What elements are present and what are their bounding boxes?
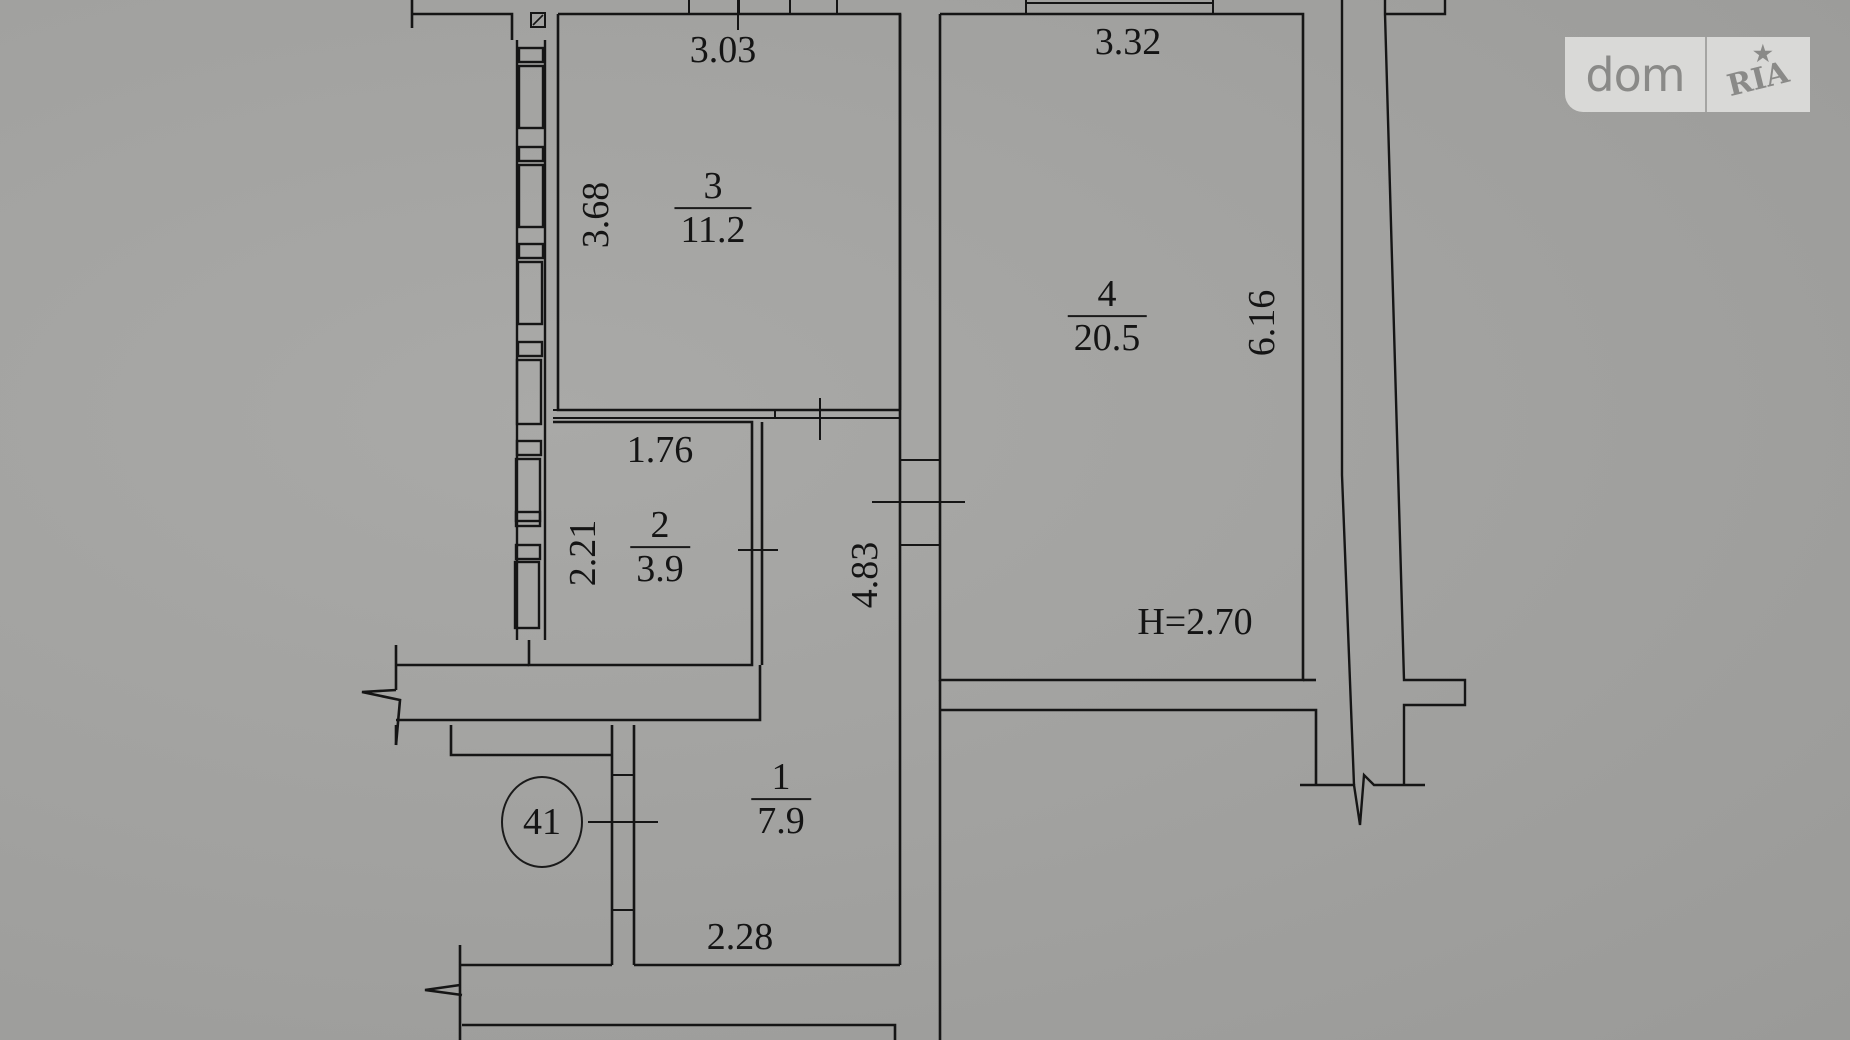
apartment-number-marker: 41 <box>501 776 583 868</box>
room-number: 2 <box>650 504 670 547</box>
watermark-brand: dom <box>1565 37 1707 112</box>
star-icon: ★ <box>1753 41 1773 67</box>
dim-corridor-length: 4.83 <box>844 541 886 609</box>
dim-room2-length: 2.21 <box>562 519 604 587</box>
dim-room1-width: 2.28 <box>706 916 774 958</box>
dim-room4-width: 3.32 <box>1094 21 1162 63</box>
room-area: 7.9 <box>751 798 811 842</box>
room-area: 11.2 <box>674 207 752 251</box>
room-3-label: 3 11.2 <box>674 165 752 251</box>
apartment-number: 41 <box>523 801 561 843</box>
dim-room3-width: 3.03 <box>689 29 757 71</box>
dim-room2-width: 1.76 <box>626 429 694 471</box>
room-1-label: 1 7.9 <box>751 756 811 842</box>
room-area: 3.9 <box>630 546 690 590</box>
room-number: 4 <box>1097 273 1117 316</box>
ceiling-height: H=2.70 <box>1137 601 1253 643</box>
room-number: 1 <box>771 756 791 799</box>
room-number: 3 <box>703 165 723 208</box>
dim-room3-length: 3.68 <box>575 181 617 249</box>
room-2-label: 2 3.9 <box>630 504 690 590</box>
watermark-sub-text: RIA <box>1724 54 1793 105</box>
room-area: 20.5 <box>1067 315 1147 359</box>
watermark-sub: ★ RIA <box>1707 37 1810 112</box>
dim-room4-length: 6.16 <box>1241 289 1283 357</box>
room-4-label: 4 20.5 <box>1067 273 1147 359</box>
domria-watermark: dom ★ RIA <box>1565 37 1810 112</box>
